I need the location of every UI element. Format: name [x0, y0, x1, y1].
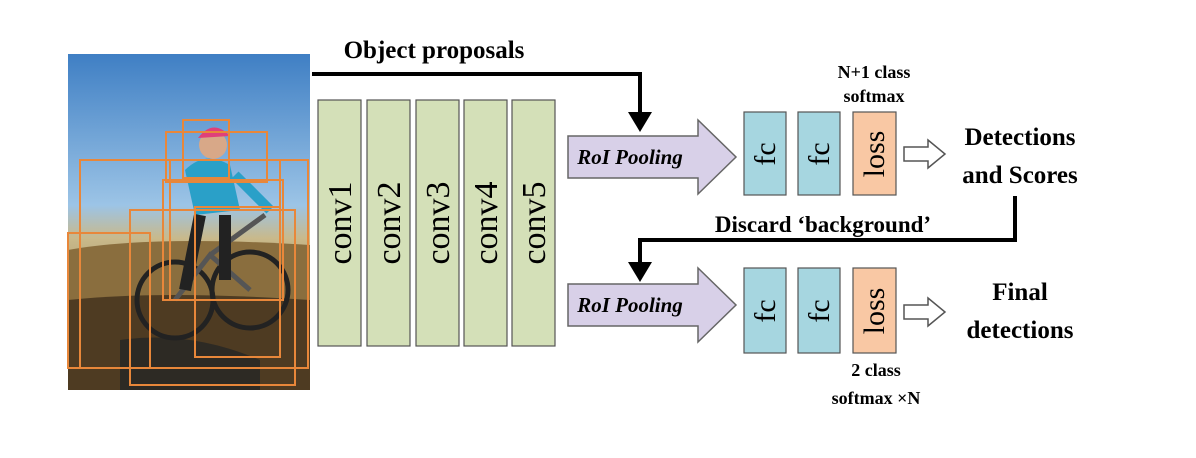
svg-text:fc: fc [803, 299, 836, 322]
final-detections-label: detections [967, 317, 1074, 344]
svg-text:loss: loss [858, 131, 891, 178]
stage2-fc2: fc [797, 267, 841, 354]
stage1-fc1: fc [743, 111, 787, 196]
conv-block: conv1 [317, 99, 362, 347]
roi-label: RoI Pooling [576, 293, 683, 317]
stage1-fc2: fc [797, 111, 841, 196]
svg-text:fc: fc [749, 299, 782, 322]
scores-label: and Scores [962, 162, 1078, 189]
stage2-loss: loss [852, 267, 897, 354]
conv-block: conv5 [511, 99, 556, 347]
conv3-label: conv3 [420, 181, 457, 264]
conv4-label: conv4 [468, 181, 505, 264]
stage1-loss: loss [852, 111, 897, 196]
roi-pooling-2: RoI Pooling [567, 266, 738, 344]
conv2-label: conv2 [371, 181, 408, 264]
conv-block: conv2 [366, 99, 411, 347]
softmax-label-1a: N+1 class [838, 62, 911, 82]
softmax-label-2b: softmax ×N [832, 388, 921, 408]
proposals-arrow [312, 72, 642, 118]
output-arrow-1 [903, 138, 947, 170]
conv-block: conv3 [415, 99, 460, 347]
svg-text:fc: fc [803, 142, 836, 165]
output-arrow-2 [903, 296, 947, 328]
roi-label: RoI Pooling [576, 145, 683, 169]
detections-label: Detections [964, 124, 1075, 151]
input-photo [68, 54, 310, 390]
discard-arrow [638, 196, 1017, 268]
conv-stack: conv1 conv2 conv3 conv4 conv5 [317, 99, 556, 347]
softmax-label-1b: softmax [844, 86, 905, 106]
proposal-boxes [67, 119, 309, 386]
stage2-fc1: fc [743, 267, 787, 354]
object-proposals-label: Object proposals [344, 37, 525, 64]
proposal-box [182, 119, 230, 179]
conv5-label: conv5 [516, 181, 553, 264]
svg-text:loss: loss [858, 288, 891, 335]
roi-pooling-1: RoI Pooling [567, 118, 738, 196]
final-label: Final [992, 279, 1048, 306]
discard-label: Discard ‘background’ [715, 212, 931, 237]
softmax-label-2a: 2 class [851, 360, 901, 380]
conv1-label: conv1 [322, 181, 359, 264]
svg-text:fc: fc [749, 142, 782, 165]
conv-block: conv4 [463, 99, 508, 347]
